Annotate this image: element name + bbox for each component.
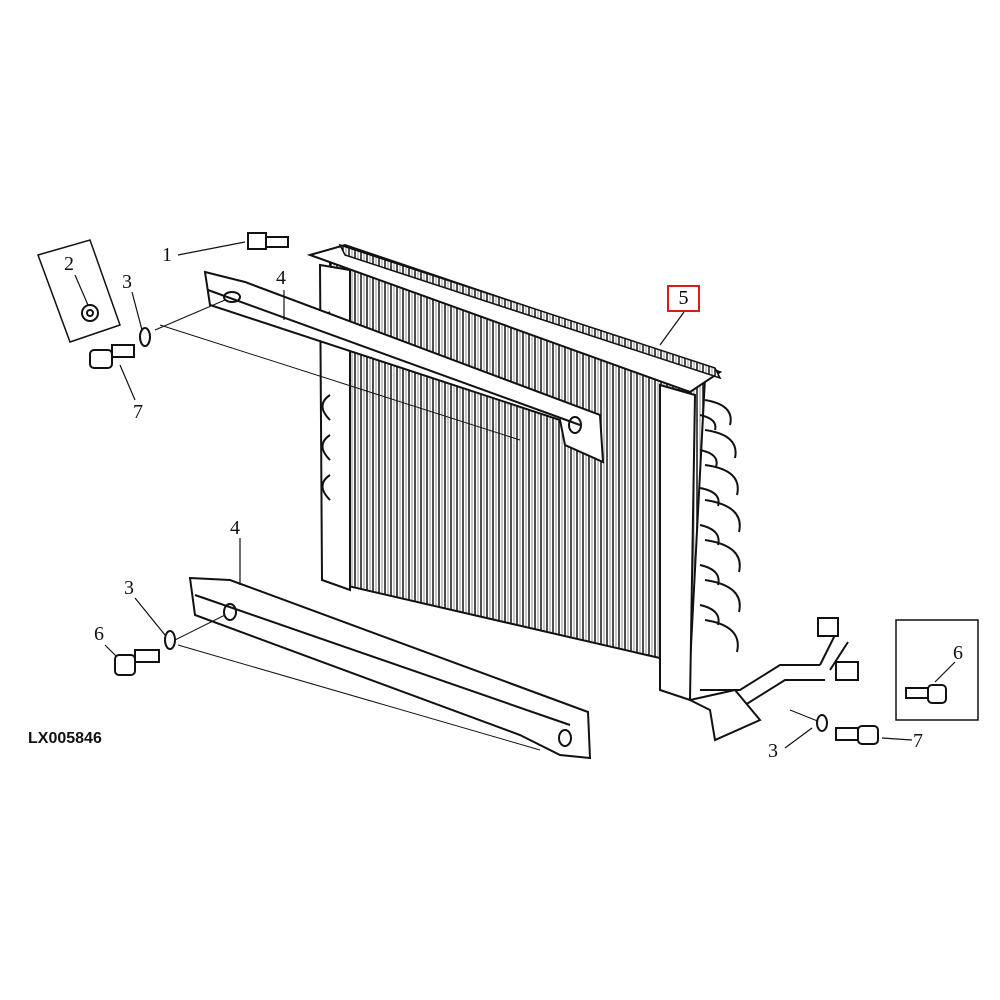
washer-3	[139, 327, 828, 732]
mounting-bar-lower	[188, 576, 592, 760]
callout-3-upper: 3	[122, 271, 132, 293]
callout-1: 1	[162, 244, 172, 266]
nut	[81, 304, 99, 322]
pipe-fittings	[700, 634, 849, 706]
detail-box-bolt	[895, 619, 979, 721]
condenser-top-rail	[306, 243, 723, 394]
callout-4-upper: 4	[276, 267, 286, 289]
bolt-6	[114, 649, 947, 704]
hairpin-tubes	[699, 399, 741, 653]
callout-5-highlighted[interactable]: 5	[667, 285, 700, 312]
callout-2: 2	[64, 253, 74, 275]
callout-6-right: 6	[953, 642, 963, 664]
callout-3-lower: 3	[124, 577, 134, 599]
mounting-bar-upper	[203, 270, 605, 464]
figure-code: LX005846	[28, 730, 102, 747]
callout-3-right: 3	[768, 740, 778, 762]
callout-7-right: 7	[913, 730, 923, 752]
callout-6-left: 6	[94, 623, 104, 645]
callout-5: 5	[678, 287, 689, 309]
alignment-lines	[154, 299, 821, 751]
callout-7-left: 7	[133, 401, 143, 423]
bolt-7	[89, 344, 879, 745]
callout-4-lower: 4	[230, 517, 240, 539]
detail-box-nut	[37, 239, 121, 343]
bolt-1	[247, 232, 289, 250]
leader-lines	[74, 241, 956, 749]
